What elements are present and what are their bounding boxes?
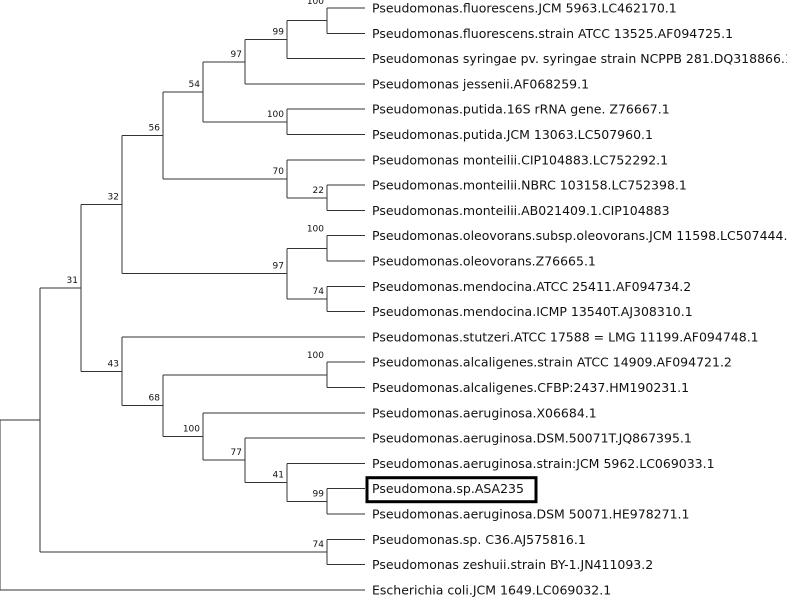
taxon-label: Pseudomonas.putida.JCM 13063.LC507960.1 bbox=[372, 127, 653, 142]
bootstrap-value: 99 bbox=[273, 28, 285, 38]
bootstrap-value: 31 bbox=[67, 276, 78, 286]
taxon-label: Pseudomonas.stutzeri.ATCC 17588 = LMG 11… bbox=[372, 329, 759, 344]
taxon-label: Pseudomonas.aeruginosa.DSM.50071T.JQ8673… bbox=[372, 431, 692, 446]
taxon-label: Pseudomonas.fluorescens.JCM 5963.LC46217… bbox=[372, 1, 677, 16]
bootstrap-values: 100 99 97 100 54 22 70 56 100 74 97 32 100 99 41 77 100 6… bbox=[67, 0, 325, 550]
bootstrap-value: 68 bbox=[149, 394, 161, 404]
taxon-label: Pseudomonas.monteilii.AB021409.1.CIP1048… bbox=[372, 203, 670, 218]
bootstrap-value: 97 bbox=[273, 262, 284, 272]
taxon-label: Pseudomonas.aeruginosa.strain:JCM 5962.L… bbox=[372, 456, 715, 471]
taxon-label: Pseudomonas.sp. C36.AJ575816.1 bbox=[372, 532, 586, 547]
taxon-label: Pseudomonas.oleovorans.subsp.oleovorans.… bbox=[372, 228, 787, 243]
bootstrap-value: 77 bbox=[231, 448, 242, 458]
bootstrap-value: 100 bbox=[267, 110, 284, 120]
taxon-label: Pseudomonas.monteilii.NBRC 103158.LC7523… bbox=[372, 178, 687, 193]
taxon-label: Pseudomonas.mendocina.ICMP 13540T.AJ3083… bbox=[372, 304, 693, 319]
bootstrap-value: 54 bbox=[189, 80, 201, 90]
bootstrap-value: 100 bbox=[307, 0, 324, 7]
bootstrap-value: 100 bbox=[307, 225, 324, 235]
taxon-label: Pseudomonas syringae pv. syringae strain… bbox=[372, 51, 787, 66]
taxon-label: Pseudomonas jessenii.AF068259.1 bbox=[372, 76, 589, 91]
bootstrap-value: 99 bbox=[313, 489, 325, 499]
taxon-label: Pseudomonas.aeruginosa.X06684.1 bbox=[372, 405, 597, 420]
bootstrap-value: 74 bbox=[313, 540, 325, 550]
taxon-label: Pseudomonas.alcaligenes.strain ATCC 1490… bbox=[372, 355, 732, 370]
bootstrap-value: 43 bbox=[108, 359, 119, 369]
taxon-label: Pseudomonas monteilii.CIP104883.LC752292… bbox=[372, 152, 668, 167]
bootstrap-value: 41 bbox=[273, 470, 284, 480]
bootstrap-value: 97 bbox=[231, 50, 242, 60]
taxon-label: Pseudomona.sp.ASA235 bbox=[372, 481, 524, 496]
taxon-label: Pseudomonas zeshuii.strain BY-1.JN411093… bbox=[372, 557, 653, 572]
taxon-label: Pseudomonas.mendocina.ATCC 25411.AF09473… bbox=[372, 279, 691, 294]
taxon-label: Pseudomonas.aeruginosa.DSM 50071.HE97827… bbox=[372, 507, 689, 522]
taxon-label: Pseudomonas.oleovorans.Z76665.1 bbox=[372, 254, 596, 269]
taxon-labels: Pseudomonas.fluorescens.JCM 5963.LC46217… bbox=[365, 1, 787, 597]
tree-branches bbox=[0, 7, 365, 591]
taxon-label: Pseudomonas.putida.16S rRNA gene. Z76667… bbox=[372, 102, 670, 117]
bootstrap-value: 74 bbox=[313, 287, 325, 297]
bootstrap-value: 100 bbox=[307, 351, 324, 361]
highlight-box bbox=[365, 476, 538, 504]
taxon-label: Escherichia coli.JCM 1649.LC069032.1 bbox=[372, 582, 611, 597]
taxon-label: Pseudomonas.alcaligenes.CFBP:2437.HM1902… bbox=[372, 380, 689, 395]
bootstrap-value: 100 bbox=[183, 425, 200, 435]
bootstrap-value: 22 bbox=[313, 186, 324, 196]
bootstrap-value: 56 bbox=[149, 123, 161, 133]
bootstrap-value: 32 bbox=[108, 192, 119, 202]
taxon-label: Pseudomonas.fluorescens.strain ATCC 1352… bbox=[372, 26, 733, 41]
bootstrap-value: 70 bbox=[273, 167, 285, 177]
